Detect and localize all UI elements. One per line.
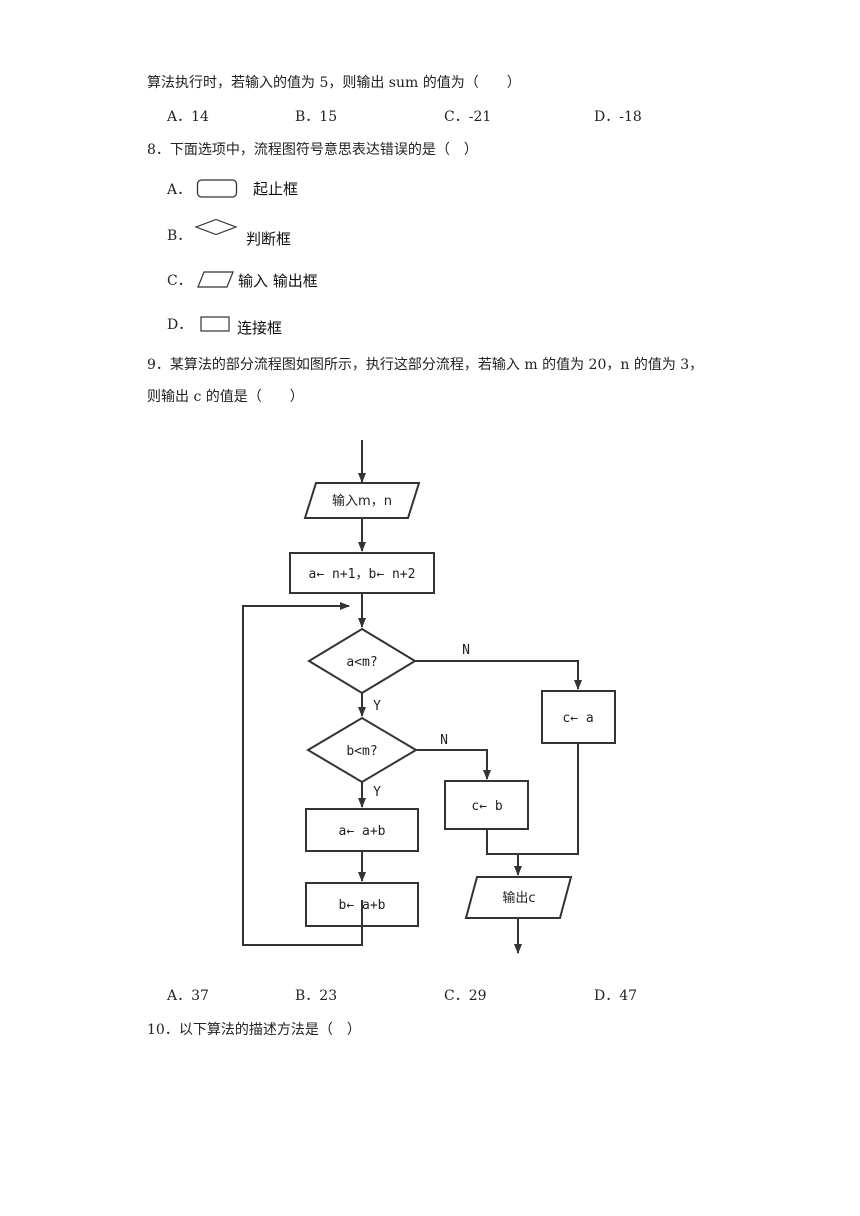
q9-option-b: B．23	[295, 988, 338, 1004]
cond1-label: a<m?	[346, 655, 377, 670]
merge-line	[518, 743, 579, 855]
q8-option-c-label: 输入 输出框	[238, 272, 318, 290]
assign-c-a-label: c← a	[562, 711, 593, 726]
q7-stem: 算法执行时，若输入的值为 5，则输出 sum 的值为（ ）	[147, 75, 521, 91]
q8-option-c-letter: C．	[167, 273, 192, 289]
step-b-box	[305, 882, 419, 927]
input-box	[303, 482, 421, 519]
q8-option-b-letter: B．	[167, 228, 192, 244]
q8-option-b-label: 判断框	[246, 230, 292, 248]
input-label: 输入m，n	[332, 493, 392, 509]
q8-option-d-label: 连接框	[237, 319, 283, 337]
q7-option-c: C．-21	[444, 109, 492, 125]
q8-option-d-letter: D．	[167, 317, 193, 333]
q9-option-a: A．37	[167, 988, 209, 1004]
q9-stem-line2: 则输出 c 的值是（ ）	[147, 389, 304, 405]
no-label: N	[462, 643, 470, 658]
q8-option-a-label: 起止框	[253, 180, 299, 198]
q9-option-d: D．47	[594, 988, 638, 1004]
q7-option-b: B．15	[295, 109, 338, 125]
step-b-label: b← a+b	[339, 898, 386, 913]
process-symbol-icon	[200, 316, 230, 332]
assign-c-b-label: c← b	[471, 799, 502, 814]
no-label: N	[440, 733, 448, 748]
output-label: 输出c	[502, 890, 535, 906]
no-branch-arrow	[416, 749, 491, 780]
loop-back-arrow	[242, 602, 363, 946]
q8-option-a-letter: A．	[167, 182, 192, 198]
q7-option-d: D．-18	[594, 109, 642, 125]
decision-symbol-icon	[194, 218, 238, 236]
init-label: a← n+1，b← n+2	[309, 567, 416, 582]
io-symbol-icon	[197, 271, 234, 288]
yes-label: Y	[373, 699, 381, 714]
q8-stem: 8．下面选项中，流程图符号意思表达错误的是（ ）	[147, 142, 478, 158]
flowchart: 输入m，n a← n+1，b← n+2 a<m? b<m? N N Y Y c←…	[242, 440, 616, 954]
q9-stem-line1: 9．某算法的部分流程图如图所示，执行这部分流程，若输入 m 的值为 20，n 的…	[147, 357, 704, 373]
merge-line	[486, 829, 518, 855]
terminal-symbol-icon	[196, 179, 238, 198]
no-branch-arrow	[415, 660, 582, 690]
q7-option-a: A．14	[167, 109, 209, 125]
output-box	[464, 876, 573, 919]
q10-stem: 10．以下算法的描述方法是（ ）	[147, 1022, 361, 1038]
cond2-label: b<m?	[346, 744, 377, 759]
step-a-label: a← a+b	[339, 824, 386, 839]
yes-label: Y	[373, 785, 381, 800]
q9-option-c: C．29	[444, 988, 487, 1004]
